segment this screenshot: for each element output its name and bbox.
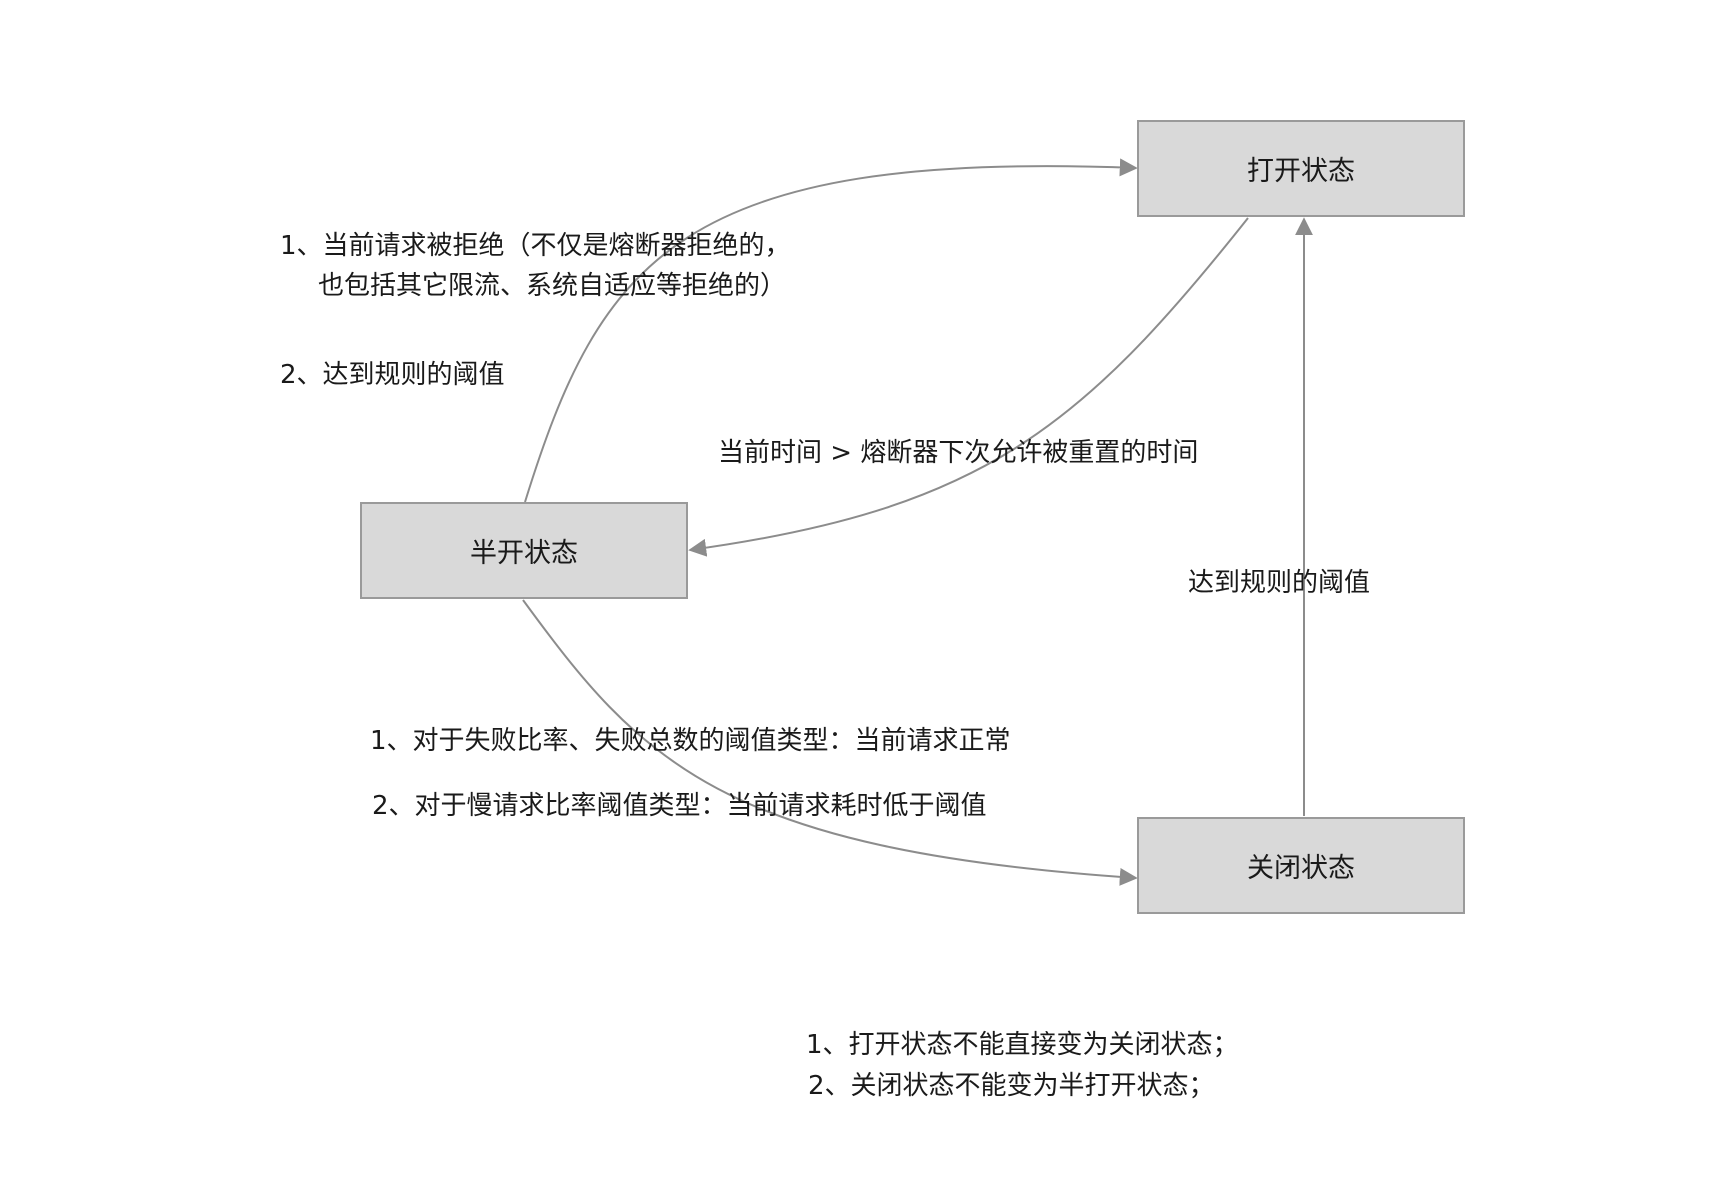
closed-to-open-condition: 达到规则的阈值 [1188, 568, 1371, 598]
half-to-closed-condition-1: 1、对于失败比率、失败总数的阈值类型：当前请求正常 [370, 726, 1011, 756]
half-to-open-condition-2: 2、达到规则的阈值 [280, 360, 505, 390]
edge-half-to-closed [522, 599, 1138, 886]
half-to-closed-condition-2: 2、对于慢请求比率阈值类型：当前请求耗时低于阈值 [372, 791, 987, 821]
half-to-open-condition-1-cont: 也包括其它限流、系统自适应等拒绝的） [318, 271, 787, 301]
state-closed-label: 关闭状态 [1247, 853, 1355, 884]
note-rule-2: 2、关闭状态不能变为半打开状态； [808, 1071, 1215, 1101]
open-to-half-condition: 当前时间 > 熔断器下次允许被重置的时间 [718, 438, 1199, 468]
state-half-open-label: 半开状态 [470, 538, 578, 569]
edge-open-to-half [688, 217, 1249, 557]
state-closed: 关闭状态 [1137, 817, 1465, 914]
half-to-open-condition-1: 1、当前请求被拒绝（不仅是熔断器拒绝的， [280, 231, 791, 261]
note-rule-1: 1、打开状态不能直接变为关闭状态； [806, 1030, 1239, 1060]
state-open: 打开状态 [1137, 120, 1465, 217]
state-half-open: 半开状态 [360, 502, 688, 599]
edge-half-to-open [524, 158, 1138, 503]
state-open-label: 打开状态 [1247, 156, 1355, 187]
